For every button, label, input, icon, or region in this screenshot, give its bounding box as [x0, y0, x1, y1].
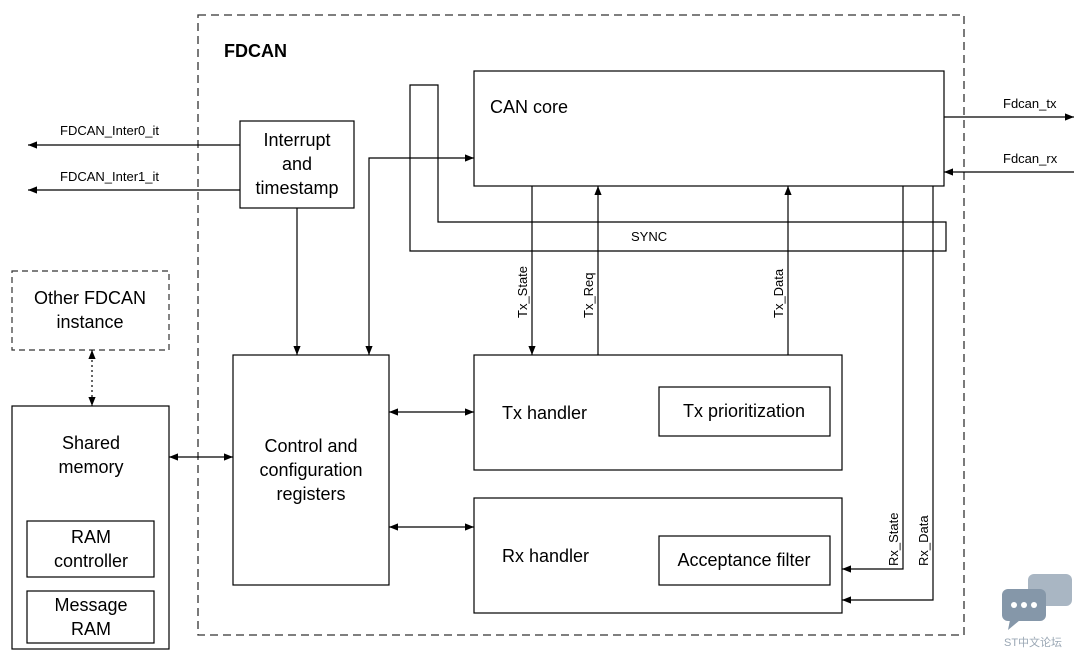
can-core-block — [473, 70, 945, 187]
shared-memory-label-1: Shared — [62, 433, 120, 453]
other-fdcan-label-2: instance — [56, 312, 123, 332]
acceptance-filter-label: Acceptance filter — [677, 550, 810, 570]
inter1-label: FDCAN_Inter1_it — [60, 169, 159, 184]
other-fdcan-instance-block — [11, 270, 170, 351]
timestamp-label: timestamp — [255, 178, 338, 198]
rx-state-label: Rx_State — [886, 513, 901, 566]
control-registers-block — [232, 354, 390, 586]
ram-controller-label-2: controller — [54, 551, 128, 571]
interrupt-label: Interrupt — [263, 130, 330, 150]
fdcan-rx-label: Fdcan_rx — [1003, 151, 1058, 166]
can-core-label: CAN core — [490, 97, 568, 117]
watermark-text: ST中文论坛 — [1004, 635, 1062, 649]
fdcan-title: FDCAN — [224, 41, 287, 61]
control-can-core-arrow — [365, 154, 474, 355]
tx-prioritization-block — [658, 386, 831, 437]
rx-handler-label: Rx handler — [502, 546, 589, 566]
tx-prioritization-label: Tx prioritization — [683, 401, 805, 421]
tx-req-label: Tx_Req — [581, 272, 596, 318]
sync-label: SYNC — [631, 229, 667, 244]
acceptance-filter-block — [658, 535, 831, 586]
ram-controller-block — [26, 520, 155, 578]
message-ram-block — [26, 590, 155, 644]
shared-memory-label-2: memory — [58, 457, 123, 477]
chat-bubbles-icon — [1002, 574, 1072, 630]
fdcan-tx-label: Fdcan_tx — [1003, 96, 1057, 111]
control-label-1: Control and — [264, 436, 357, 456]
control-label-2: configuration — [259, 460, 362, 480]
other-fdcan-label-1: Other FDCAN — [34, 288, 146, 308]
message-ram-label-2: RAM — [71, 619, 111, 639]
fdcan-boundary — [197, 14, 965, 636]
rx-data-arrow — [842, 186, 934, 604]
tx-handler-label: Tx handler — [502, 403, 587, 423]
inter0-label: FDCAN_Inter0_it — [60, 123, 159, 138]
tx-state-label: Tx_State — [515, 266, 530, 318]
interrupt-timestamp-block — [239, 120, 355, 209]
rx-data-label: Rx_Data — [916, 515, 931, 566]
tx-data-label: Tx_Data — [771, 268, 786, 318]
message-ram-label-1: Message — [54, 595, 127, 615]
ram-controller-label-1: RAM — [71, 527, 111, 547]
control-label-3: registers — [276, 484, 345, 504]
rx-state-arrow — [842, 186, 904, 573]
interrupt-label-and: and — [282, 154, 312, 174]
